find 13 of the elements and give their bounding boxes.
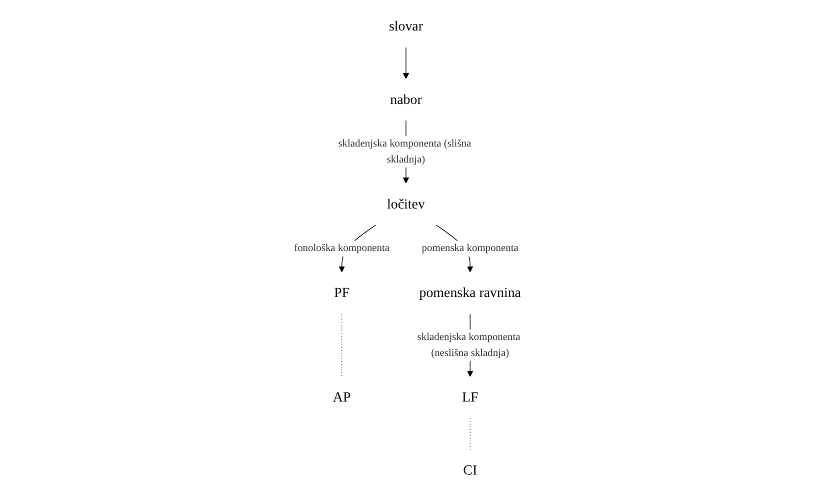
node-text: PF [334,285,350,301]
edge-label: skladenjska komponenta (neslišna skladnja) [417,332,520,358]
node-text: ločitev [387,196,425,212]
node-text: slovar [388,18,424,34]
edge-label: skladenjska komponenta (slišna skladnja) [338,138,472,166]
node-text: LF [462,390,478,406]
edge-label: pomenska komponenta [422,242,518,254]
node-text: CI [463,462,478,478]
node-text: pomenska ravnina [419,285,521,301]
edge-label: fonološka komponenta [294,242,390,254]
node-text: AP [332,390,351,406]
node-text: nabor [390,92,422,108]
arrow [402,47,410,79]
